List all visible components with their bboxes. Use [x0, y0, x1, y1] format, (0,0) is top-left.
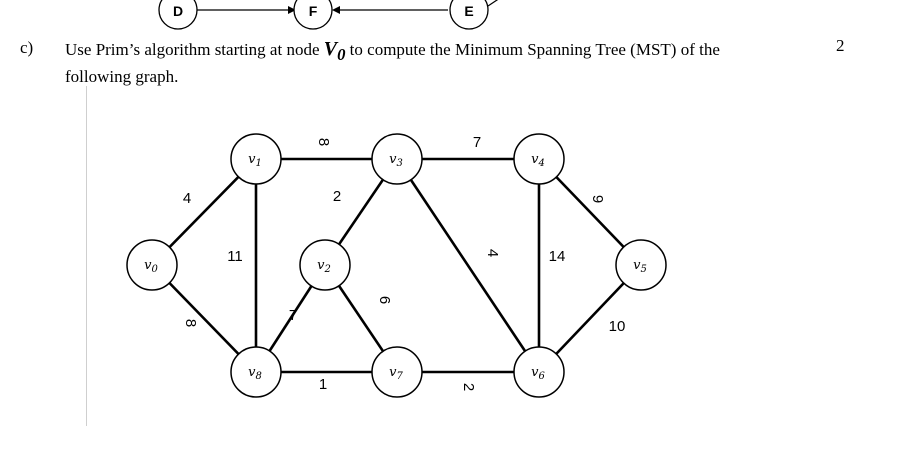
node-label-v6: v6: [531, 365, 545, 382]
node-circle: [513, 133, 565, 185]
nodes: v0 v1 v2 v3 v4 v5 v6 v7 v8: [126, 133, 667, 398]
edge-weight-v2-v3: 2: [333, 188, 341, 205]
edge-weight-v2-v7: 6: [376, 296, 393, 304]
top-node-f: [293, 0, 333, 30]
top-node-e: [449, 0, 489, 30]
node-label-v0: v0: [144, 258, 158, 275]
node-v5: v5: [615, 239, 667, 291]
node-circle: [230, 346, 282, 398]
start-node-symbol: V0: [323, 38, 346, 64]
edge-weight-v1-v8: 11: [227, 248, 243, 265]
top-edge-e-out: [487, 0, 499, 7]
question-text: Use Prim’s algorithm starting at node V0…: [65, 38, 785, 88]
edge-weight-v0-v1: 4: [183, 190, 191, 207]
node-v7: v7: [371, 346, 423, 398]
margin-line: [86, 86, 87, 426]
node-label-v3: v3: [389, 152, 403, 169]
question-label: c): [20, 38, 34, 57]
node-circle: [371, 346, 423, 398]
edge-weight-v3-v6: 4: [484, 249, 501, 257]
edge-weight-v3-v4: 7: [473, 134, 481, 151]
edge-weight-v4-v5: 9: [589, 195, 606, 203]
node-circle: [371, 133, 423, 185]
node-v6: v6: [513, 346, 565, 398]
node-v4: v4: [513, 133, 565, 185]
node-circle: [230, 133, 282, 185]
question-text-suffix: to compute the Minimum Spanning Tree (MS…: [65, 40, 720, 86]
arrowhead-icon: [288, 6, 296, 14]
top-node-label: F: [309, 3, 318, 19]
node-circle: [615, 239, 667, 291]
node-label-v1: v1: [248, 152, 262, 169]
node-v2: v2: [299, 239, 351, 291]
node-label-v7: v7: [389, 365, 403, 382]
node-v1: v1: [230, 133, 282, 185]
node-v3: v3: [371, 133, 423, 185]
top-node-label: E: [464, 3, 473, 19]
edge-weight-v7-v8: 1: [319, 376, 327, 393]
node-circle: [299, 239, 351, 291]
question-marks: 2: [836, 36, 845, 55]
node-v8: v8: [230, 346, 282, 398]
question-text-prefix: Use Prim’s algorithm starting at node: [65, 40, 324, 59]
edge-weight-v6-v7: 2: [460, 383, 477, 391]
edge-weight-v0-v8: 8: [182, 319, 199, 327]
edge-weight-v1-v3: 8: [315, 138, 332, 146]
start-node-letter: V: [323, 38, 338, 60]
top-node-label: D: [173, 3, 183, 19]
node-circle: [126, 239, 178, 291]
start-node-subscript: 0: [337, 45, 346, 64]
node-label-v8: v8: [248, 365, 262, 382]
edge-v3-v6: [395, 158, 541, 373]
node-circle: [513, 346, 565, 398]
edges: [151, 157, 642, 374]
node-label-v4: v4: [531, 152, 545, 169]
top-node-d: [158, 0, 198, 30]
node-label-v2: v2: [317, 258, 331, 275]
edge-weight-v2-v8: 7: [289, 307, 297, 324]
edge-weights: 4 8 8 11 2 7 6 7 4 14 9 10 1 2: [182, 134, 625, 393]
arrowhead-icon: [332, 6, 340, 14]
edge-weight-v5-v6: 10: [609, 318, 626, 335]
node-label-v5: v5: [633, 258, 647, 275]
node-v0: v0: [126, 239, 178, 291]
edge-weight-v4-v6: 14: [549, 248, 566, 265]
